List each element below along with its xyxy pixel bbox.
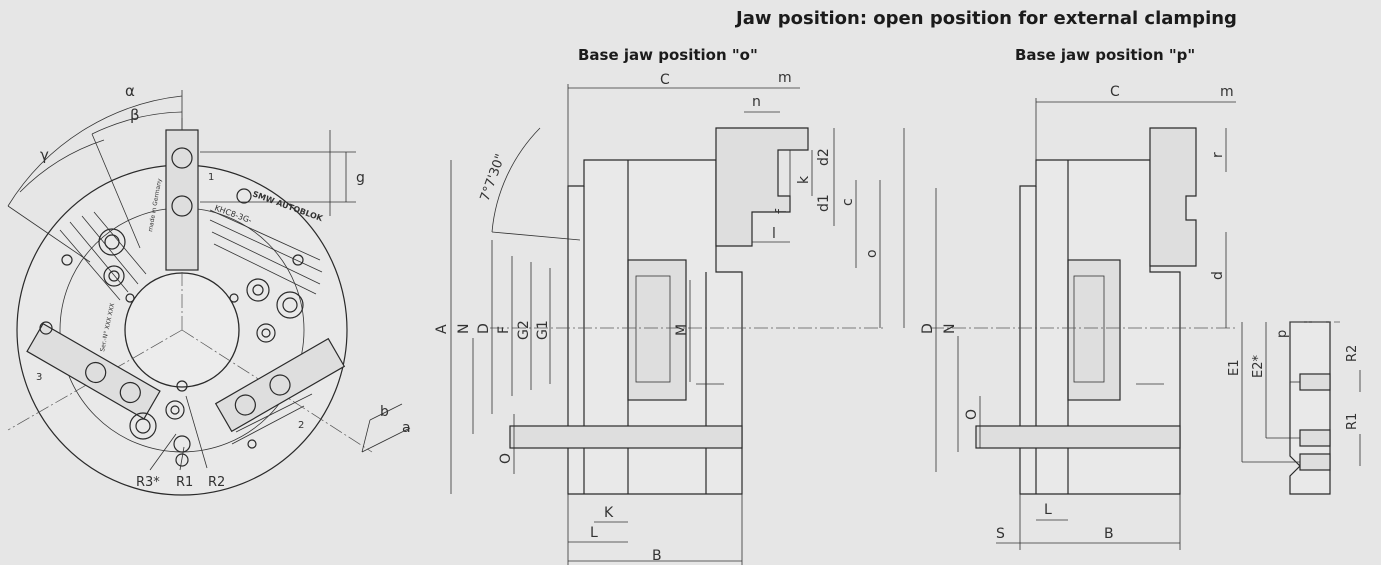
- base-jaw-position-o-title: Base jaw position "o": [578, 46, 758, 64]
- label-taper-angle: 7°7'30": [478, 152, 509, 203]
- jaw-1-screw: [171, 195, 193, 217]
- angle-alpha-arc: [7, 95, 183, 207]
- jaw-detail-hole-3: [1299, 453, 1331, 471]
- label-d1: d1: [816, 194, 832, 212]
- label-B: B: [652, 548, 662, 564]
- label-K: K: [604, 505, 614, 521]
- base-jaw-position-p-title: Base jaw position "p": [1015, 46, 1196, 64]
- jaw-2: [214, 337, 346, 433]
- chuck-front-view: α β γ g b a R3* R1 R2 SMW AUTOBLOK KHC8-…: [7, 82, 411, 496]
- jaw-1: [165, 129, 199, 271]
- label-O: O: [498, 453, 514, 464]
- label-R2-detail: R2: [1345, 345, 1360, 362]
- label-r1: R1: [176, 475, 193, 490]
- label-m: m: [778, 70, 792, 86]
- label-M: M: [674, 324, 690, 336]
- jaw-detail-body: [1289, 321, 1331, 495]
- label-E1: E1: [1227, 360, 1242, 377]
- angle-beta-arc: [91, 111, 183, 135]
- label-gamma: γ: [40, 146, 49, 164]
- jaw-3: [26, 322, 161, 420]
- jaw-detail-view: p E1 E2* R2 R1: [1227, 321, 1361, 495]
- label-p: p: [1275, 330, 1290, 338]
- label-B-p: B: [1104, 526, 1114, 542]
- label-f: f: [774, 208, 790, 214]
- label-d2: d2: [816, 148, 832, 166]
- bore-section: [627, 259, 687, 401]
- label-a: a: [402, 420, 411, 436]
- label-S: S: [996, 526, 1005, 542]
- label-c: c: [840, 198, 856, 206]
- taper-angle-arc: [491, 127, 541, 233]
- base-jaw-o: [715, 127, 809, 247]
- jaw-number-1: 1: [208, 172, 214, 183]
- jaw-number-3: 3: [36, 372, 42, 383]
- label-F: F: [496, 326, 512, 334]
- mounting-holes: [39, 228, 304, 467]
- label-R1-detail: R1: [1345, 413, 1360, 430]
- side-view-p: D N C m r d O S L B: [920, 84, 1238, 550]
- label-L: L: [590, 525, 598, 541]
- label-C: C: [660, 72, 670, 88]
- jaw-detail-hole-2: [1299, 429, 1331, 447]
- smw-logo-icon: [236, 188, 252, 204]
- side-view-o: 7°7'30" A N D F G2 G1 M C m n d2 k d1 f …: [434, 70, 905, 565]
- label-D: D: [476, 323, 492, 334]
- mounting-bolt-p: [975, 425, 1181, 449]
- label-r3: R3*: [136, 475, 160, 490]
- label-l: l: [772, 226, 776, 242]
- label-b: b: [380, 404, 389, 420]
- label-n: n: [752, 94, 761, 110]
- angle-gamma-arc: [19, 139, 105, 193]
- base-jaw-p: [1149, 127, 1197, 267]
- label-G2: G2: [516, 320, 532, 340]
- label-alpha: α: [125, 82, 135, 100]
- jaw-detail-hole-1: [1299, 373, 1331, 391]
- label-N: N: [456, 324, 472, 334]
- label-d-p: d: [1210, 271, 1226, 280]
- label-O-p: O: [964, 409, 980, 420]
- label-beta: β: [130, 106, 140, 124]
- label-r2: R2: [208, 475, 225, 490]
- section-hatching: [59, 209, 323, 445]
- label-E2: E2*: [1251, 355, 1266, 378]
- label-k: k: [796, 175, 812, 184]
- label-N-p: N: [942, 324, 958, 334]
- label-r: r: [1210, 152, 1226, 158]
- jaw-number-2: 2: [298, 420, 304, 431]
- label-C-p: C: [1110, 84, 1120, 100]
- label-L-p: L: [1044, 502, 1052, 518]
- bore-section-p: [1067, 259, 1121, 401]
- label-m-p: m: [1220, 84, 1234, 100]
- label-D-p: D: [920, 323, 936, 334]
- label-g: g: [356, 170, 365, 186]
- main-title: Jaw position: open position for external…: [736, 8, 1237, 29]
- label-A: A: [434, 324, 450, 334]
- label-G1: G1: [535, 320, 551, 340]
- jaw-1-screw: [171, 147, 193, 169]
- label-o: o: [864, 249, 880, 258]
- mounting-bolt: [509, 425, 743, 449]
